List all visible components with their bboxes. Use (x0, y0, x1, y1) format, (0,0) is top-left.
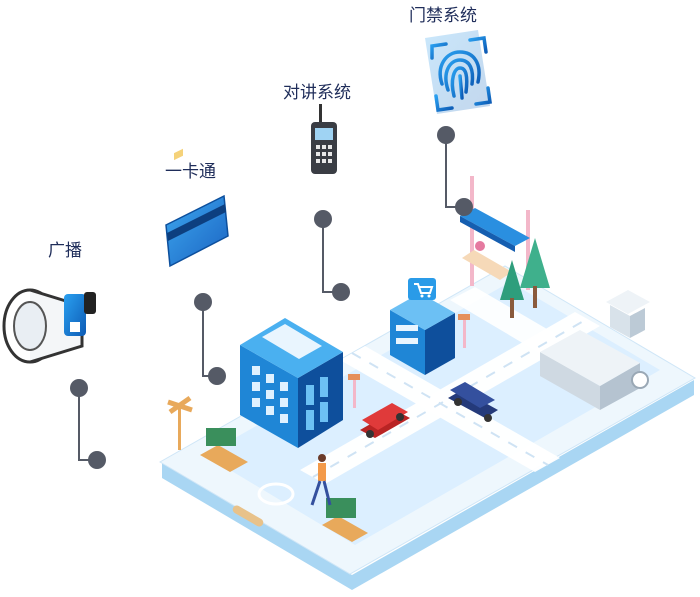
blue-car (448, 382, 498, 422)
connector-access (445, 135, 464, 208)
phone-port (232, 505, 264, 527)
walkie-talkie-icon (311, 104, 337, 174)
label-broadcast: 广播 (48, 241, 82, 261)
card-icon (165, 148, 229, 268)
guard-booth (606, 290, 650, 338)
home-button (257, 482, 295, 506)
shop-building (390, 278, 455, 375)
road-markings (312, 318, 588, 478)
label-card: 一卡通 (165, 162, 216, 182)
connector-card (202, 302, 217, 377)
planter-bottom (322, 498, 368, 542)
fingerprint-icon (425, 30, 492, 114)
warehouse (540, 330, 649, 410)
planter-left (200, 428, 248, 472)
connector-dots (70, 126, 473, 469)
megaphone-icon (2, 288, 96, 364)
office-building (240, 318, 343, 448)
lamp-posts (348, 314, 470, 408)
sign-post (167, 395, 193, 450)
gate-pavilion (460, 176, 530, 290)
trees (500, 238, 550, 318)
connector-intercom (322, 219, 341, 293)
label-intercom: 对讲系统 (283, 83, 351, 103)
red-car (360, 403, 410, 438)
pedestrian (310, 454, 332, 506)
label-access-control: 门禁系统 (409, 6, 477, 26)
connector-broadcast (78, 388, 97, 461)
